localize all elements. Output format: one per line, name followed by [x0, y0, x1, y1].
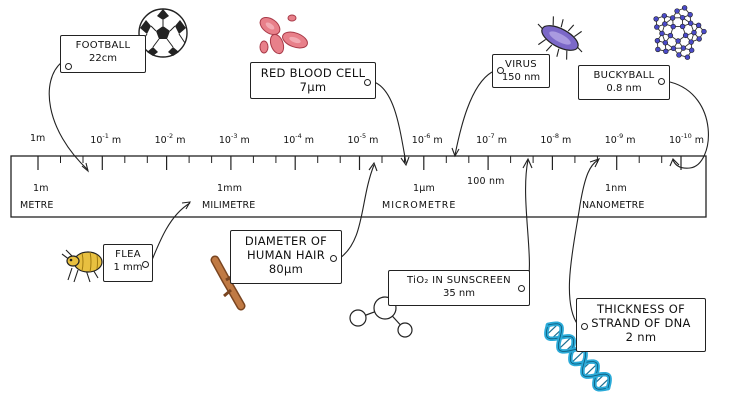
football-title: FOOTBALL	[75, 40, 131, 51]
flea-tag: FLEA 1 mm	[103, 244, 153, 282]
dna-arrow-head	[589, 158, 601, 168]
unit-value-micrometre: 1μm	[413, 183, 435, 194]
unit-value-metre: 1m	[33, 183, 49, 194]
tick-label: 10-8 m	[540, 132, 572, 147]
rbc-arrow-head	[400, 156, 410, 167]
virus-arrow-head	[451, 147, 460, 158]
dna-title-line1: THICKNESS OF	[596, 302, 686, 316]
tag-hole	[518, 285, 525, 292]
tick-label: 10-1 m	[90, 132, 122, 147]
football-tag: FOOTBALL 22cm	[60, 35, 146, 73]
dna-arrow	[568, 159, 599, 326]
virus-size: 150 nm	[501, 72, 541, 83]
buckyball-arrow	[669, 81, 709, 169]
tag-hole	[497, 67, 504, 74]
virus-arrow	[454, 71, 493, 156]
tag-hole	[65, 63, 72, 70]
unit-value-millimetre: 1mm	[217, 183, 243, 194]
flea-arrow-head	[181, 201, 192, 210]
tio2-title: TiO₂ IN SUNSCREEN	[407, 275, 511, 286]
buckyball-arrow-head	[669, 158, 680, 167]
tag-hole	[658, 78, 665, 85]
tio2-size: 35 nm	[443, 288, 475, 299]
tick-label: 10-2 m	[154, 132, 186, 147]
ruler-ticks	[37, 156, 682, 170]
tag-hole	[142, 261, 149, 268]
football-arrow	[48, 61, 89, 171]
football-icon	[138, 8, 188, 58]
hair-size: 80μm	[268, 262, 304, 276]
buckyball-size: 0.8 nm	[606, 83, 642, 94]
tag-hole	[364, 79, 371, 86]
dna-size: 2 nm	[625, 330, 657, 344]
tick-label: 10-4 m	[283, 132, 315, 147]
rbc-title: RED BLOOD CELL	[260, 66, 366, 80]
hair-tag: DIAMETER OF HUMAN HAIR 80μm	[230, 230, 342, 284]
red-blood-cells-icon	[259, 14, 308, 55]
virus-icon	[537, 16, 583, 60]
hair-title-line1: DIAMETER OF	[244, 234, 328, 248]
unit-name-millimetre: MILIMETRE	[202, 200, 256, 211]
unit-name-nanometre: NANOMETRE	[582, 200, 645, 211]
mid-label-100nm: 100 nm	[467, 176, 505, 187]
unit-value-nanometre: 1nm	[605, 183, 627, 194]
flea-icon	[61, 249, 103, 283]
hair-title-line2: HUMAN HAIR	[246, 248, 325, 262]
rbc-tag: RED BLOOD CELL 7μm	[250, 62, 376, 99]
tick-label: 10-9 m	[604, 132, 636, 147]
rbc-size: 7μm	[299, 80, 327, 94]
tick-label: 10-5 m	[347, 132, 379, 147]
buckyball-icon	[653, 5, 707, 60]
tick-label: 1m	[30, 133, 46, 144]
tick-label: 10-6 m	[411, 132, 443, 147]
buckyball-tag: BUCKYBALL 0.8 nm	[578, 65, 670, 100]
tick-label: 10-10 m	[669, 132, 704, 147]
dna-tag: THICKNESS OF STRAND OF DNA 2 nm	[576, 298, 706, 352]
football-size: 22cm	[89, 53, 117, 64]
dna-title-line2: STRAND OF DNA	[591, 316, 691, 330]
tick-label: 10-7 m	[476, 132, 507, 147]
flea-size: 1 mm	[113, 262, 143, 273]
tick-label: 10-3 m	[218, 132, 250, 147]
hair-arrow	[339, 164, 375, 259]
rbc-arrow	[373, 81, 407, 164]
virus-title: VIRUS	[505, 59, 537, 70]
unit-name-metre: METRE	[20, 200, 54, 211]
virus-tag: VIRUS 150 nm	[492, 54, 550, 88]
unit-name-micrometre: MICROMETRE	[382, 200, 457, 211]
tag-hole	[581, 323, 588, 330]
buckyball-title: BUCKYBALL	[593, 70, 655, 81]
tio2-arrow-head	[522, 157, 533, 169]
tio2-tag: TiO₂ IN SUNSCREEN 35 nm	[388, 270, 530, 306]
football-arrow-head	[81, 162, 89, 173]
tag-hole	[330, 255, 337, 262]
molecule-icon	[349, 296, 413, 338]
ruler-bar	[10, 155, 707, 218]
hair-arrow-head	[368, 161, 378, 172]
flea-title: FLEA	[115, 249, 141, 260]
